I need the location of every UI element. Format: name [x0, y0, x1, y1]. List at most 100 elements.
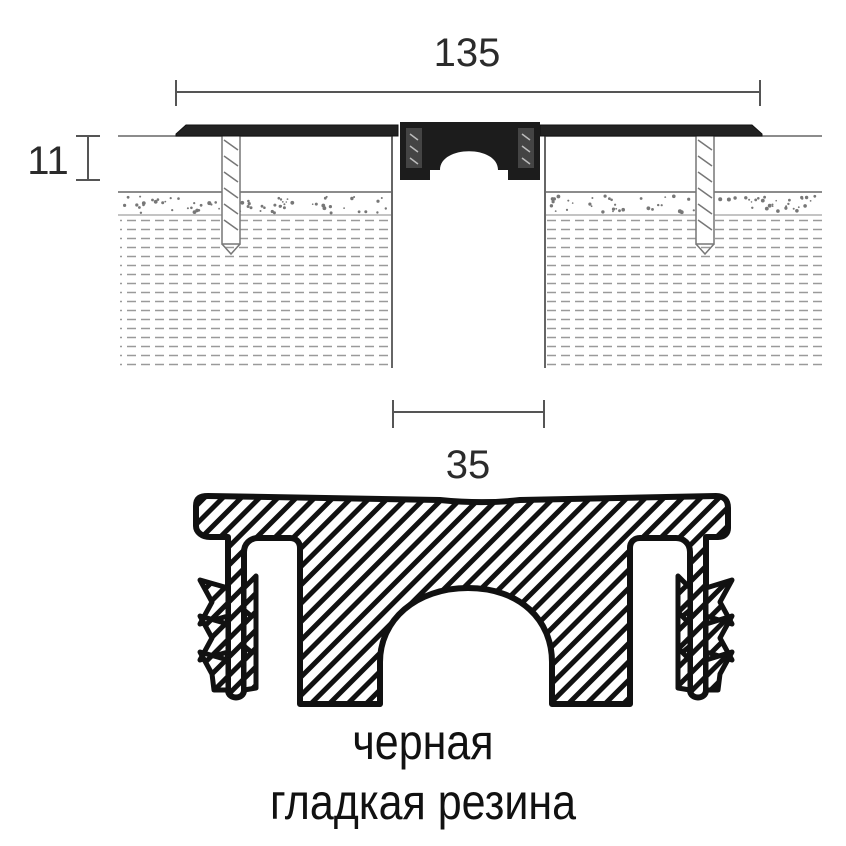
- screed-speckle: [246, 205, 250, 208]
- rubber-profile-body: [193, 493, 731, 707]
- screed-speckle: [803, 204, 807, 208]
- screed-speckle: [797, 206, 800, 209]
- anchor-left: [221, 125, 241, 256]
- screed-speckle: [214, 201, 217, 204]
- screed-speckle: [314, 202, 318, 206]
- screed-speckle: [380, 197, 383, 199]
- anchor-right: [695, 125, 715, 256]
- screed-speckle: [571, 202, 574, 204]
- screed-speckle: [328, 205, 332, 209]
- screed-speckle: [384, 207, 387, 210]
- screed-speckle: [550, 197, 555, 201]
- screed-speckle: [754, 198, 758, 202]
- screed-speckle: [813, 194, 817, 198]
- screed-speckle: [651, 208, 654, 211]
- screed-speckle: [788, 198, 791, 202]
- screed-speckle: [263, 206, 266, 209]
- screed-speckle: [551, 200, 555, 204]
- screed-speckle: [748, 198, 751, 201]
- left-barbs: [197, 573, 259, 693]
- screed-speckle: [218, 207, 221, 210]
- screed-speckle: [260, 204, 264, 208]
- screed-speckle: [771, 205, 774, 207]
- screed-speckle: [809, 200, 812, 202]
- screed-speckle: [177, 197, 180, 200]
- screed-speckle: [164, 200, 167, 203]
- joint-width-label: 35: [446, 443, 491, 487]
- screed-speckle: [608, 197, 611, 201]
- screed-speckle: [657, 203, 660, 207]
- screed-speckle: [775, 199, 777, 202]
- screed-speckle: [123, 203, 127, 207]
- screed-speckle: [199, 203, 203, 207]
- screed-speckle: [329, 211, 333, 215]
- screed-speckle: [795, 209, 799, 213]
- screed-speckle: [612, 210, 614, 213]
- screed-speckle: [279, 198, 283, 201]
- concrete-substrate: [120, 194, 822, 368]
- screed-speckle: [639, 197, 643, 200]
- screed-speckle: [567, 199, 570, 202]
- screed-speckle: [610, 198, 613, 202]
- screed-speckle: [618, 209, 621, 213]
- screed-speckle: [787, 202, 790, 206]
- screed-speckle: [135, 203, 139, 207]
- screed-speckle: [192, 210, 197, 215]
- screed-speckle: [664, 196, 667, 199]
- rubber-insert-section: [400, 122, 540, 180]
- cross-section: 135 11: [27, 31, 822, 487]
- screed-speckle: [621, 207, 625, 212]
- screed-speckle: [733, 196, 737, 200]
- screed-speckle: [764, 206, 769, 211]
- screed-speckle: [139, 195, 142, 198]
- screed-speckle: [792, 207, 795, 210]
- screed-speckle: [672, 194, 676, 199]
- screed-speckle: [156, 198, 160, 201]
- screed-speckle: [139, 211, 143, 214]
- screed-speckle: [193, 202, 196, 205]
- screed-speckle: [687, 197, 691, 201]
- screed-speckle: [249, 206, 253, 210]
- screed-speckle: [207, 201, 212, 206]
- screed-speckle: [804, 195, 809, 200]
- screed-speckle: [171, 209, 174, 212]
- screed-speckle: [554, 210, 557, 213]
- screed-speckle: [591, 197, 594, 199]
- rubber-profile-detail: [193, 493, 735, 707]
- screed-speckle: [280, 205, 283, 207]
- screed-speckle: [614, 203, 617, 206]
- screed-speckle: [270, 209, 274, 214]
- screed-speckle: [285, 201, 288, 203]
- screed-speckle: [590, 205, 593, 208]
- screed-speckle: [588, 202, 592, 206]
- screed-speckle: [186, 207, 189, 210]
- dimension-profile-height: 11: [27, 135, 100, 183]
- screed-speckle: [364, 210, 368, 214]
- screed-speckle: [286, 198, 289, 201]
- screed-speckle: [801, 197, 804, 200]
- screed-speckle: [763, 195, 766, 199]
- screed-speckle: [601, 210, 605, 214]
- total-width-label: 135: [434, 31, 501, 75]
- profile-height-label: 11: [27, 139, 69, 183]
- screed-speckle: [161, 201, 165, 205]
- screed-speckle: [151, 198, 154, 202]
- screed-speckle: [247, 202, 251, 206]
- screed-speckle: [603, 194, 607, 198]
- screed-speckle: [138, 206, 141, 209]
- screed-speckle: [615, 207, 618, 210]
- screed-speckle: [692, 209, 695, 212]
- screed-speckle: [311, 203, 314, 205]
- screed-speckle: [247, 199, 250, 203]
- screed-speckle: [565, 208, 569, 211]
- screed-speckle: [776, 209, 780, 213]
- screed-speckle: [273, 203, 277, 207]
- screed-speckle: [343, 207, 345, 210]
- caption-line-1: черная: [352, 714, 494, 770]
- screed-speckle: [323, 196, 327, 200]
- screed-speckle: [660, 204, 663, 207]
- screed-speckle: [357, 210, 361, 214]
- dimension-total-width: 135: [175, 31, 761, 106]
- screed-speckle: [353, 196, 356, 198]
